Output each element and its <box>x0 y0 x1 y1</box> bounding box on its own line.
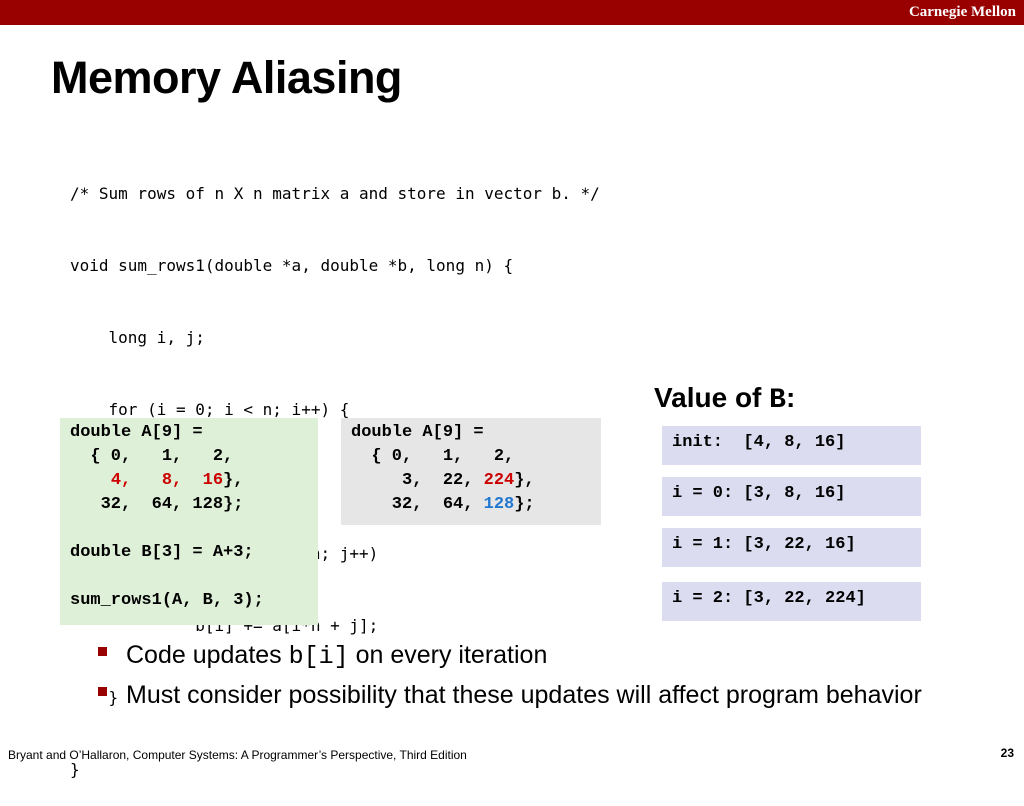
right-box-line-4: 32, 64, 128}; <box>351 493 535 517</box>
square-bullet-icon <box>98 687 107 696</box>
right-box-line-3-end: }, <box>514 471 535 490</box>
bullet-item: Must consider possibility that these upd… <box>96 676 922 716</box>
value-row-i0: i = 0: [3, 8, 16] <box>662 477 921 516</box>
value-heading-var: B <box>769 385 786 416</box>
bullet-item: Code updates b[i] on every iteration <box>96 636 922 676</box>
value-row-i2: i = 2: [3, 22, 224] <box>662 582 921 621</box>
value-row-label: i = 2: <box>672 589 744 608</box>
highlighted-values: 4, 8, 16 <box>110 471 224 490</box>
value-row-value: [3, 22, 224] <box>743 589 866 608</box>
bullet-text: on every iteration <box>348 641 548 669</box>
code-line: for (i = 0; i < n; i++) { <box>70 400 350 419</box>
left-box-line-1: double A[9] = <box>70 423 203 442</box>
page-number: 23 <box>1000 746 1014 760</box>
value-row-label: init: <box>672 433 744 452</box>
initial-array-box: double A[9] = { 0, 1, 2, 4, 8, 16}, 32, … <box>60 418 318 625</box>
right-box-line-1: double A[9] = <box>351 423 484 442</box>
value-row-label: i = 0: <box>672 484 744 503</box>
code-line: } <box>70 688 119 707</box>
bullet-code: b[i] <box>288 642 349 671</box>
highlighted-value-red: 224 <box>483 471 515 490</box>
left-box-line-3-indent <box>70 471 111 490</box>
right-box-line-3-start: 3, 22, <box>351 471 484 490</box>
left-box-line-3: 4, 8, 16}, <box>70 469 244 493</box>
right-box-line-2: { 0, 1, 2, <box>351 447 515 466</box>
bullet-text: Must consider possibility that these upd… <box>126 681 922 709</box>
slide-title: Memory Aliasing <box>51 52 402 103</box>
footer-citation: Bryant and O’Hallaron, Computer Systems:… <box>8 748 467 762</box>
right-box-line-3: 3, 22, 224}, <box>351 469 535 493</box>
value-of-b-heading: Value of B: <box>654 382 795 416</box>
right-box-line-4-end: }; <box>514 495 535 514</box>
left-box-line-4: 32, 64, 128}; <box>70 495 244 514</box>
function-call: sum_rows1(A, B, 3); <box>70 591 264 610</box>
final-array-box: double A[9] = { 0, 1, 2, 3, 22, 224}, 32… <box>341 418 601 525</box>
value-heading-text: Value of <box>654 382 770 413</box>
value-row-value: [3, 8, 16] <box>743 484 846 503</box>
left-box-line-2: { 0, 1, 2, <box>70 447 234 466</box>
declaration-b: double B[3] = A+3; <box>70 543 254 562</box>
value-heading-colon: : <box>785 382 796 413</box>
value-row-value: [3, 22, 16] <box>743 535 856 554</box>
code-line: void sum_rows1(double *a, double *b, lon… <box>70 256 514 275</box>
left-box-line-3-end: }, <box>223 471 244 490</box>
bullet-list: Code updates b[i] on every iteration Mus… <box>96 636 922 716</box>
square-bullet-icon <box>98 647 107 656</box>
header-bar: Carnegie Mellon <box>0 0 1024 25</box>
value-row-label: i = 1: <box>672 535 744 554</box>
code-line: long i, j; <box>70 328 205 347</box>
value-row-i1: i = 1: [3, 22, 16] <box>662 528 921 567</box>
right-box-line-4-start: 32, 64, <box>351 495 484 514</box>
brand-label: Carnegie Mellon <box>908 4 1016 20</box>
bullet-text: Code updates <box>126 641 289 669</box>
highlighted-value-blue: 128 <box>483 495 515 514</box>
code-line: /* Sum rows of n X n matrix a and store … <box>70 184 600 203</box>
value-row-init: init: [4, 8, 16] <box>662 426 921 465</box>
value-row-value: [4, 8, 16] <box>743 433 846 452</box>
